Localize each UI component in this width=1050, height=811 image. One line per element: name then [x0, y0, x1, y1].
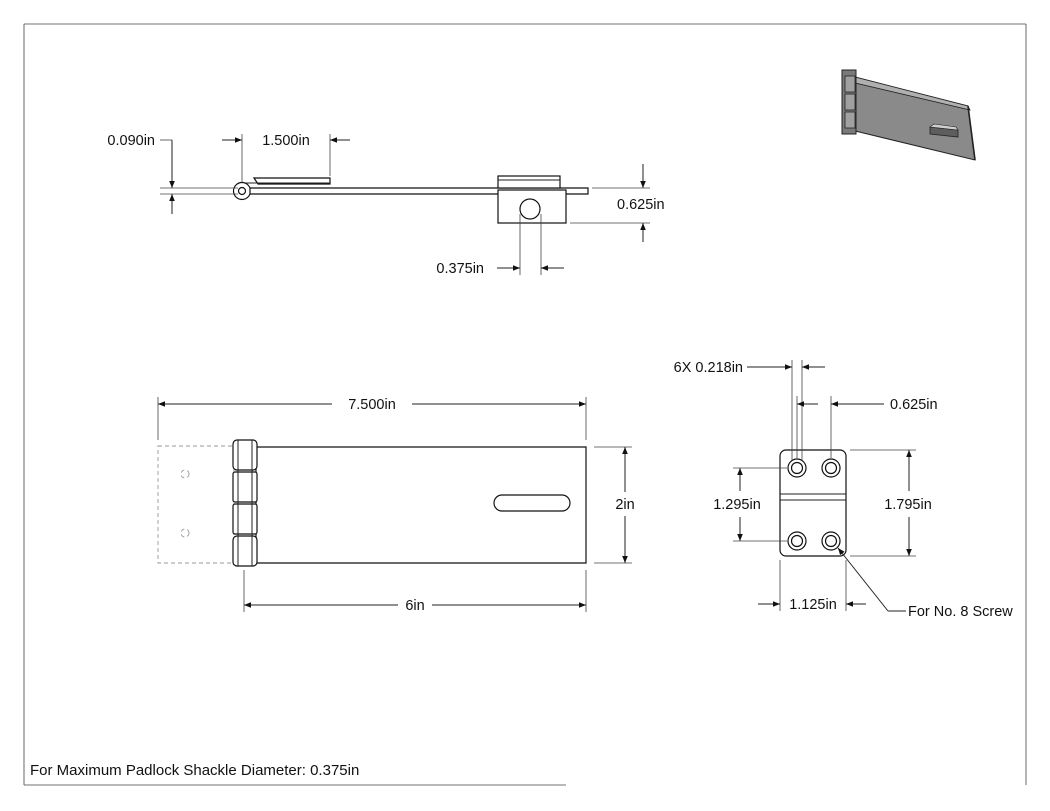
footer-note: For Maximum Padlock Shackle Diameter: 0.…: [30, 762, 359, 779]
dim-hole-diameter: 6X 0.218in: [674, 360, 743, 376]
hidden-hinge-leaf: [157, 445, 235, 564]
screw-note: For No. 8 Screw: [908, 604, 1013, 620]
dim-shackle-hole: 0.375in: [436, 261, 484, 277]
dim-hasp-length: 6in: [405, 598, 424, 614]
dim-width: 2in: [615, 497, 634, 513]
dim-staple-width: 1.125in: [789, 597, 837, 613]
dim-thickness: 0.090in: [107, 133, 155, 149]
dim-hole-spacing-x: 0.625in: [890, 397, 938, 413]
dim-staple-height: 0.625in: [617, 197, 665, 213]
shackle-hole: [519, 198, 541, 220]
dim-hole-spacing-y: 1.295in: [713, 497, 761, 513]
sheet-border: [23, 23, 1027, 786]
front-view: 7.500in 6in 2in: [157, 397, 635, 614]
padlock-slot: [493, 494, 571, 512]
dim-staple-height-total: 1.795in: [884, 497, 932, 513]
dim-hinge-width: 1.500in: [262, 133, 310, 149]
staple-view: 6X 0.218in 0.625in 1.295in 1.795in 1.125…: [674, 360, 1013, 620]
side-view: 0.090in 1.500in 0.625in 0.375in: [107, 133, 664, 277]
hinge-knuckle-1: [232, 439, 258, 471]
dim-overall-length: 7.500in: [348, 397, 396, 413]
isometric-view: [841, 69, 976, 161]
